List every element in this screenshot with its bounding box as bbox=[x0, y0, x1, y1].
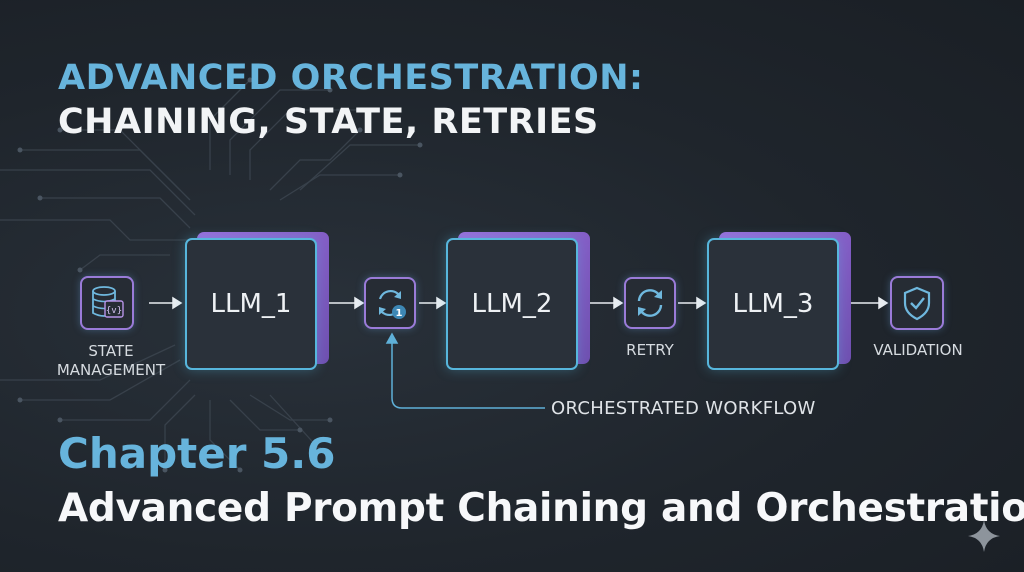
title-line-2: CHAINING, STATE, RETRIES bbox=[58, 102, 599, 142]
validation-node bbox=[890, 276, 944, 330]
loop-counter-icon: 1 bbox=[378, 290, 406, 319]
state-management-node: {v} bbox=[80, 276, 134, 330]
llm-2-label: LLM_2 bbox=[471, 289, 553, 319]
llm-3-block-face bbox=[707, 238, 839, 370]
refresh-icon bbox=[637, 289, 663, 317]
llm-1-label: LLM_1 bbox=[210, 289, 292, 319]
state-management-caption: STATE MANAGEMENT bbox=[52, 342, 170, 380]
loop-node: 1 bbox=[364, 277, 416, 329]
title-line-1: ADVANCED ORCHESTRATION: bbox=[58, 58, 644, 98]
svg-text:1: 1 bbox=[396, 308, 403, 319]
retry-node bbox=[624, 277, 676, 329]
sparkle-icon bbox=[968, 520, 1000, 552]
validation-caption: VALIDATION bbox=[873, 341, 963, 359]
llm-3-label: LLM_3 bbox=[732, 289, 814, 319]
state-caption-line-1: STATE bbox=[88, 342, 134, 360]
chapter-number: Chapter 5.6 bbox=[58, 429, 336, 478]
svg-text:{v}: {v} bbox=[106, 306, 122, 316]
retry-caption: RETRY bbox=[626, 341, 674, 359]
chapter-subtitle: Advanced Prompt Chaining and Orchestrati… bbox=[58, 486, 1024, 531]
shield-check-icon bbox=[903, 286, 931, 321]
orchestrated-workflow-label: ORCHESTRATED WORKFLOW bbox=[551, 398, 816, 419]
state-caption-line-2: MANAGEMENT bbox=[56, 361, 166, 379]
llm-2-block-face bbox=[446, 238, 578, 370]
database-variable-icon: {v} bbox=[92, 286, 124, 318]
llm-1-block-face bbox=[185, 238, 317, 370]
